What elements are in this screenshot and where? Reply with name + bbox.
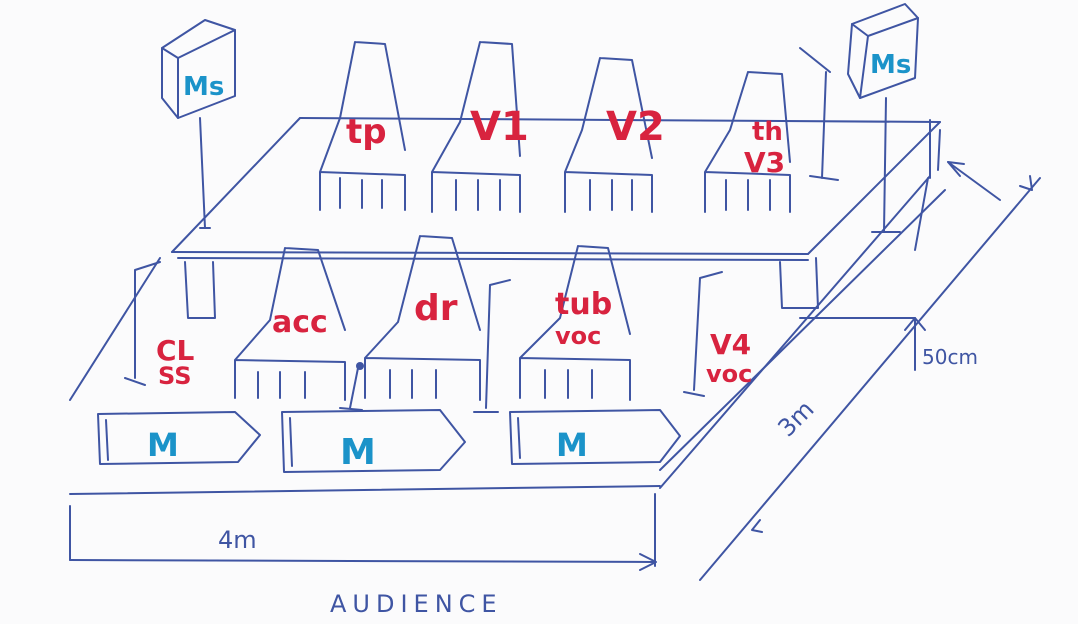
- label-th: th: [752, 117, 783, 147]
- dimension-width: 4m: [218, 526, 257, 554]
- mic-head-drums: [356, 362, 364, 370]
- label-dr: dr: [414, 288, 458, 329]
- label-acc: acc: [272, 305, 328, 340]
- label-tp: tp: [346, 112, 387, 152]
- label-v4: V4: [710, 328, 751, 361]
- audience-label: AUDIENCE: [330, 590, 503, 618]
- side-monitor-right: Ms: [800, 4, 918, 232]
- floor-monitors: M M M: [98, 410, 680, 473]
- label-voc-v4: voc: [706, 360, 752, 388]
- label-voc-tub: voc: [555, 322, 601, 350]
- front-row-labels: CL SS acc dr tub voc V4 voc: [156, 287, 752, 390]
- label-ss: SS: [158, 362, 192, 390]
- floor-monitor-2-label: M: [340, 432, 376, 473]
- floor-monitor-1-label: M: [147, 426, 179, 464]
- dimension-riser-height: 50cm: [922, 345, 978, 369]
- label-v3: V3: [744, 146, 785, 179]
- side-monitor-left-label: Ms: [183, 72, 224, 102]
- label-v1: V1: [470, 104, 529, 150]
- back-row-labels: tp V1 V2 th V3: [346, 104, 785, 179]
- label-v2: V2: [606, 104, 665, 150]
- back-row-chairs: [320, 42, 790, 212]
- label-tub: tub: [555, 287, 612, 322]
- floor-monitor-3-label: M: [556, 426, 588, 464]
- dimension-lines: [70, 162, 1040, 580]
- dimension-depth: 3m: [772, 395, 819, 442]
- side-monitor-right-label: Ms: [870, 50, 911, 80]
